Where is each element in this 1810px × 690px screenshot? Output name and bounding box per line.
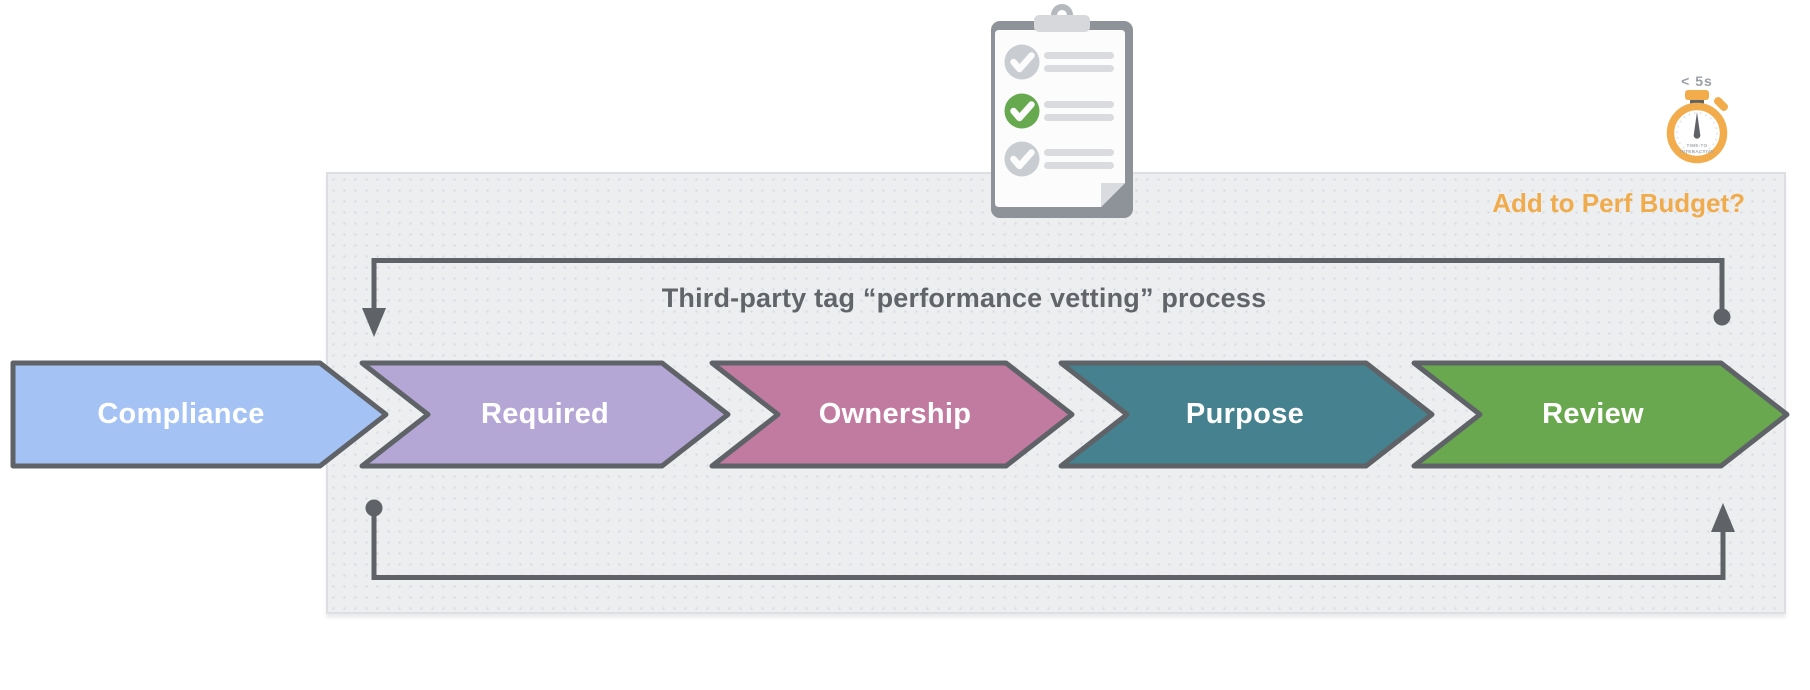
step-label-ownership: Ownership (818, 398, 972, 430)
stopwatch-face-line2: INTERACTIVE (1680, 149, 1714, 154)
stopwatch-caption: < 5s (1681, 73, 1713, 89)
feedback-arrow-bottom (365, 499, 1735, 580)
step-shape-compliance (10, 360, 389, 469)
step-shape-required (359, 360, 731, 469)
stopwatch-face-line1: TIME-TO (1687, 143, 1708, 148)
step-label-compliance: Compliance (97, 398, 265, 430)
checklist-clipboard-icon (991, 4, 1133, 218)
perf-budget-question: Add to Perf Budget? (1492, 188, 1745, 218)
diagram-title: Third-party tag “performance vetting” pr… (661, 283, 1267, 313)
feedback-arrow-top (362, 258, 1731, 337)
step-shape-review (1411, 360, 1790, 469)
step-shape-purpose (1058, 360, 1435, 469)
step-shape-ownership (709, 360, 1075, 469)
stopwatch-icon: TIME-TO INTERACTIVE (1666, 90, 1729, 164)
step-label-purpose: Purpose (1185, 398, 1305, 430)
step-label-required: Required (480, 398, 610, 430)
step-label-review: Review (1542, 398, 1644, 430)
